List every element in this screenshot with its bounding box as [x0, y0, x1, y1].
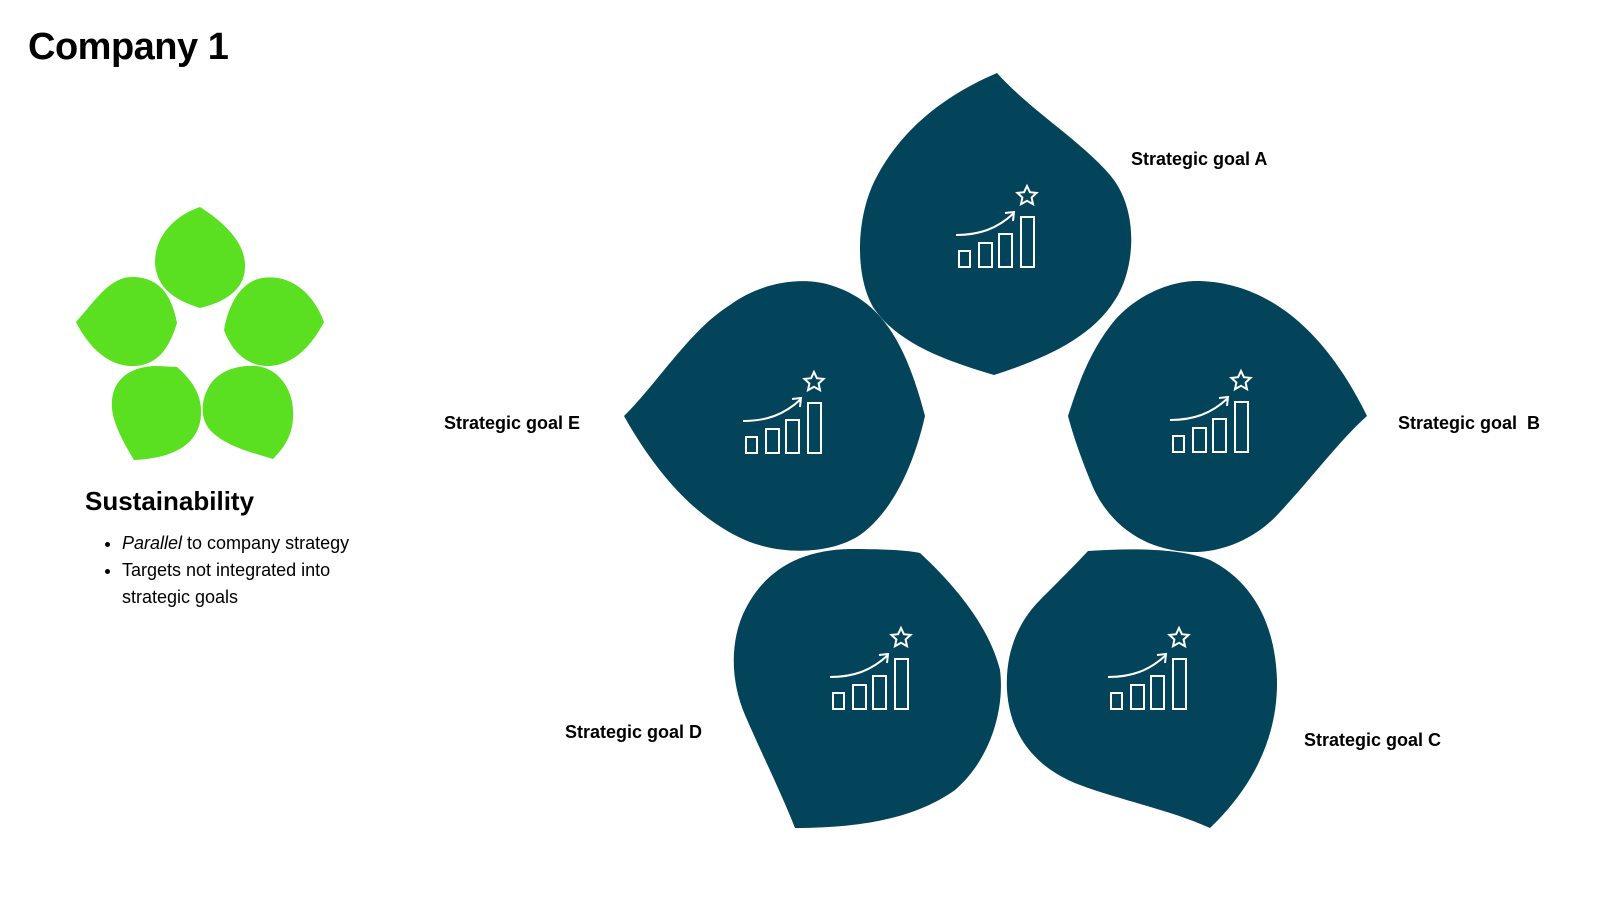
bullet-text: to company strategy [182, 533, 350, 553]
sustainability-heading: Sustainability [85, 486, 255, 516]
petal-goal-c [1006, 549, 1278, 828]
petal-goal-a [860, 73, 1132, 375]
goal-label-e: Strategic goal E [444, 413, 581, 433]
bullet-text: Targets not integrated into strategic go… [122, 560, 331, 607]
page-title: Company 1 [28, 26, 229, 68]
goal-label-d: Strategic goal D [565, 722, 703, 742]
sustainability-flower-icon [76, 207, 324, 460]
petal-goal-b [1068, 280, 1367, 553]
goal-label-b: Strategic goal B [1398, 413, 1541, 433]
sustainability-bullets: Parallel to company strategy Targets not… [104, 530, 392, 611]
bullet-emphasis: Parallel [122, 533, 183, 553]
goal-label-c: Strategic goal C [1304, 730, 1442, 750]
bullet-item: Parallel to company strategy [122, 530, 392, 557]
goal-label-a: Strategic goal A [1131, 149, 1268, 169]
bullet-item: Targets not integrated into strategic go… [122, 557, 392, 611]
petal-goal-d [733, 549, 1001, 828]
